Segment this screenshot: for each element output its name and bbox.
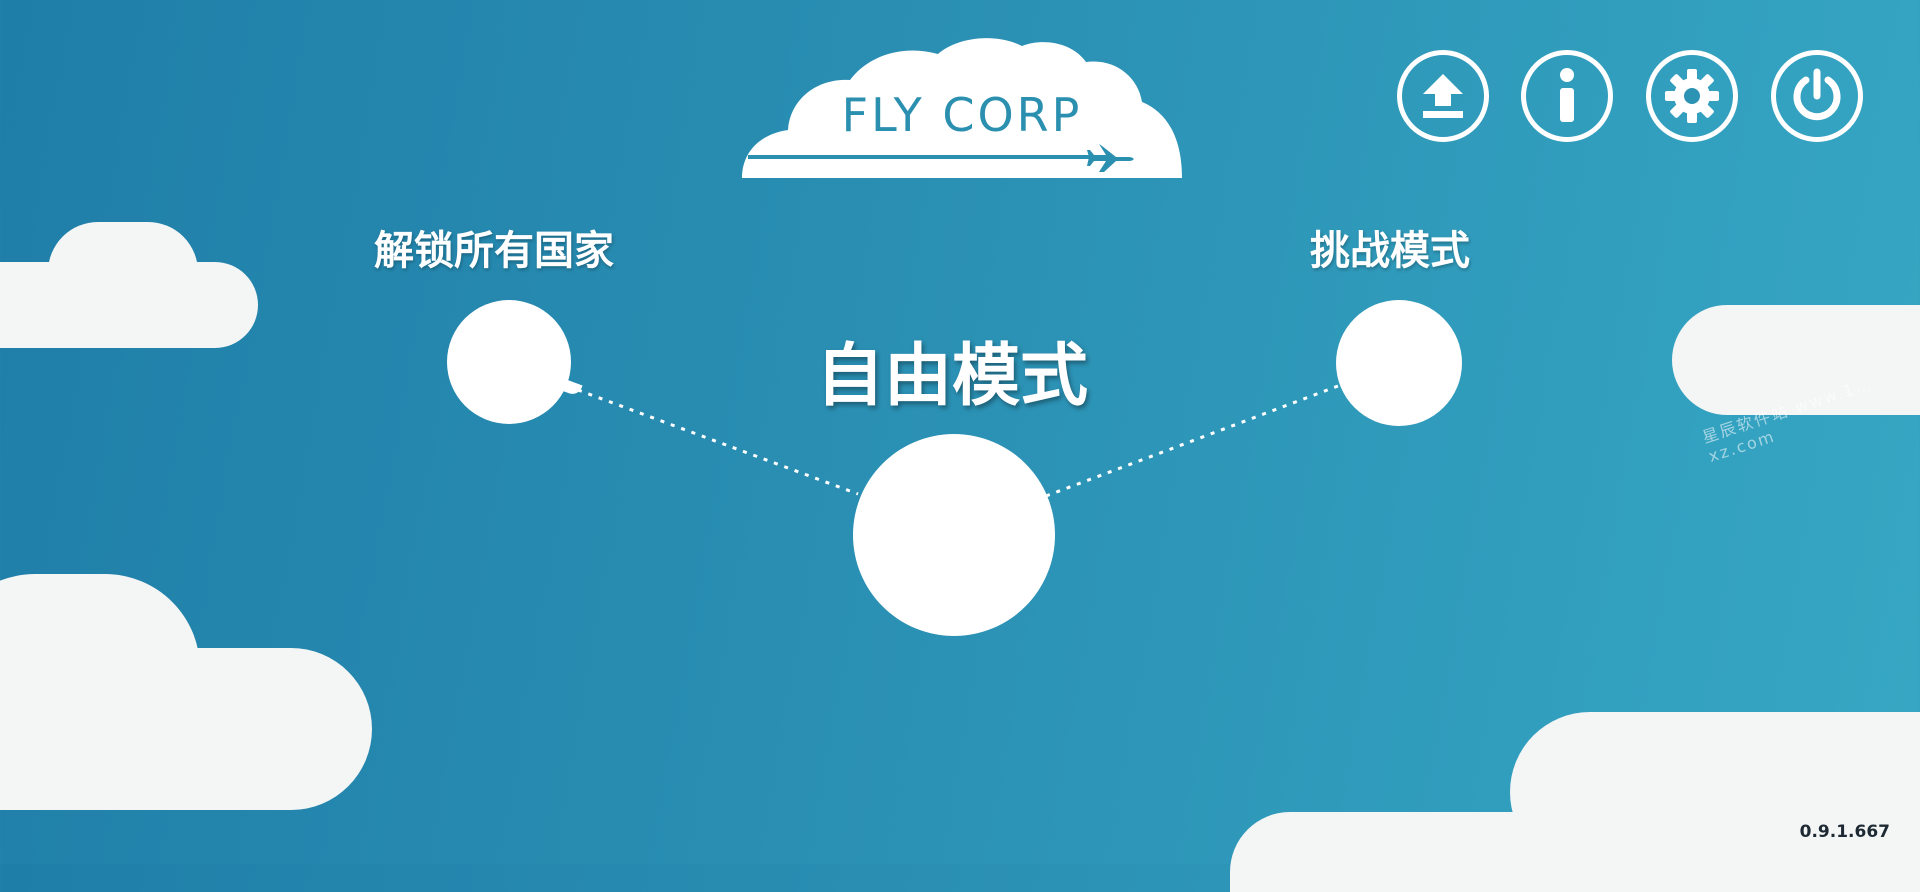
cloud-puff	[48, 222, 198, 322]
cloud-puff	[0, 574, 200, 764]
cloud-puff	[1510, 712, 1920, 872]
free-mode-node[interactable]	[853, 434, 1055, 636]
upload-button[interactable]	[1397, 50, 1489, 142]
mode-connectors	[0, 0, 1920, 864]
power-icon	[1793, 68, 1841, 121]
challenge-mode-node[interactable]	[1336, 300, 1462, 426]
cloud-right	[1672, 305, 1920, 415]
free-mode-label: 自由模式	[816, 337, 1089, 416]
challenge-mode-label: 挑战模式	[1310, 228, 1470, 274]
background-clouds	[0, 222, 1920, 892]
version-text: 0.9.1.667	[1799, 822, 1890, 842]
unlock-all-label: 解锁所有国家	[374, 228, 614, 274]
logo-text: FLY CORP	[841, 88, 1083, 142]
info-button[interactable]	[1521, 50, 1613, 142]
settings-button[interactable]	[1646, 50, 1738, 142]
gear-icon	[1665, 69, 1719, 123]
unlock-all-node[interactable]	[447, 300, 571, 424]
connector-right	[1045, 384, 1339, 498]
info-icon	[1560, 68, 1574, 122]
power-button[interactable]	[1771, 50, 1863, 142]
upload-icon	[1423, 74, 1463, 118]
fly-corp-logo: FLY CORP	[742, 36, 1182, 178]
logo-cloud-shape	[742, 38, 1182, 178]
